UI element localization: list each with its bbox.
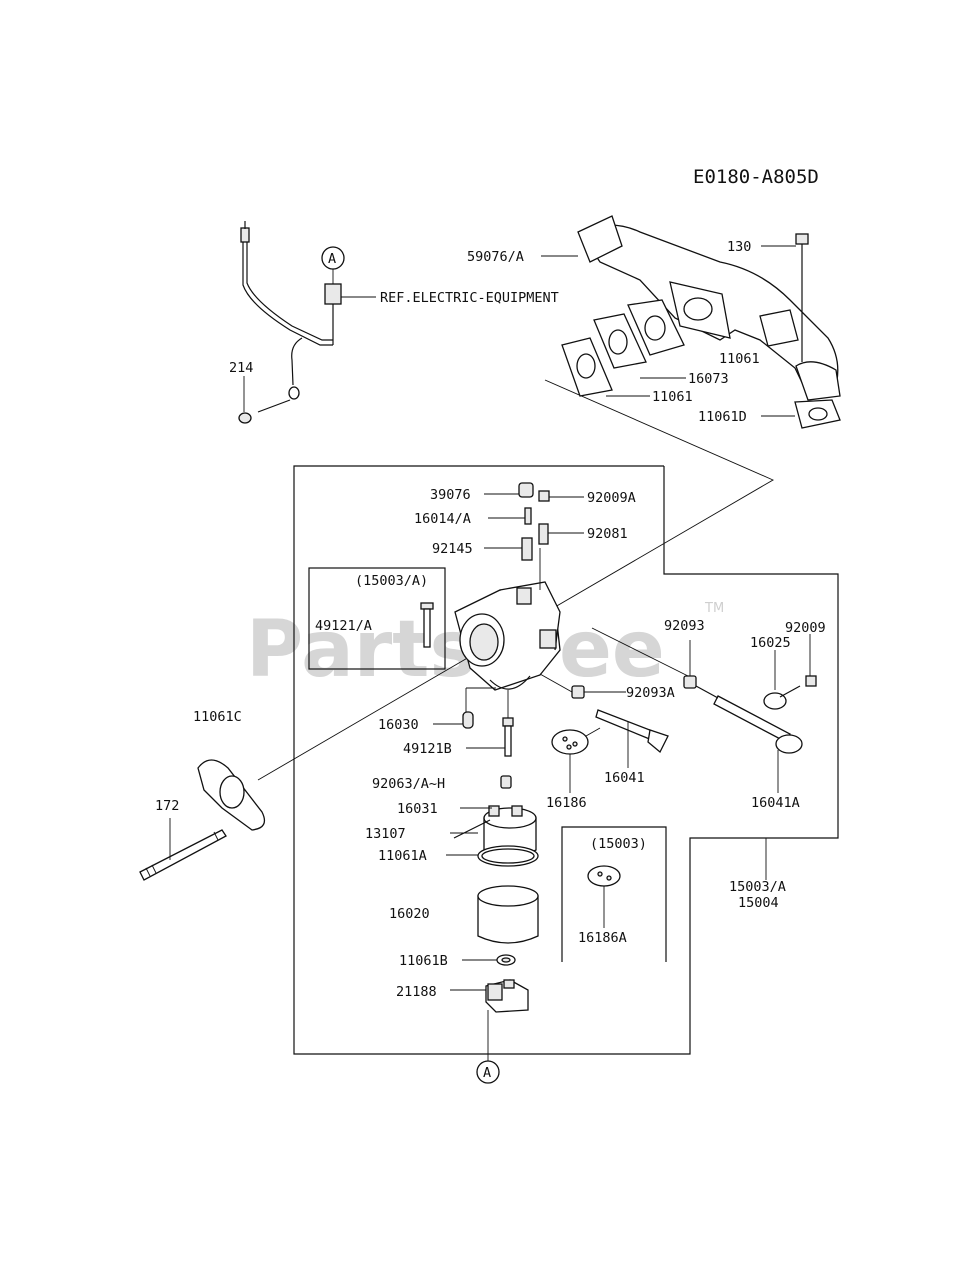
label-214: 214 (229, 360, 253, 376)
svg-text:A: A (483, 1065, 491, 1081)
label-92093: 92093 (664, 618, 705, 634)
part-16030 (462, 711, 474, 729)
label-11061-top: 11061 (719, 351, 760, 367)
watermark-tm: TM (704, 601, 724, 616)
intake-gasket-11061c (197, 759, 266, 831)
label-172: 172 (155, 798, 179, 814)
label-92009a: 92009A (587, 490, 636, 506)
label-16041a: 16041A (751, 795, 800, 811)
label-kit-15003a: (15003/A) (355, 573, 428, 589)
label-11061c: 11061C (193, 709, 242, 725)
carburetor-body (454, 581, 561, 691)
callout-a-top: A (321, 246, 345, 270)
wire-harness (238, 221, 342, 424)
label-49121b: 49121B (403, 741, 452, 757)
watermark: PartsTree (246, 605, 665, 695)
bowl-16020 (477, 885, 539, 944)
washer-11061b (496, 954, 516, 966)
label-11061b: 11061B (399, 953, 448, 969)
label-16030: 16030 (378, 717, 419, 733)
label-ref-electric: REF.ELECTRIC-EQUIPMENT (380, 290, 559, 306)
exhaust-manifold (577, 215, 841, 401)
label-16186: 16186 (546, 795, 587, 811)
stud-172 (139, 829, 227, 881)
part-92093a (571, 685, 585, 699)
carburetor-top-parts (518, 482, 550, 561)
leader (539, 673, 573, 693)
part-16041-shaft (595, 709, 669, 754)
label-16014a: 16014/A (414, 511, 471, 527)
label-49121a: 49121/A (315, 618, 372, 634)
label-130: 130 (727, 239, 751, 255)
part-92093 (683, 675, 697, 689)
label-92063: 92063/A~H (372, 776, 445, 792)
label-16025: 16025 (750, 635, 791, 651)
label-kit-15003: (15003) (590, 836, 647, 852)
label-92093a: 92093A (626, 685, 675, 701)
callout-a-bottom: A (476, 1060, 500, 1084)
shaft-leader-line (591, 627, 689, 677)
label-16020: 16020 (389, 906, 430, 922)
part-16186a-plate (587, 865, 621, 887)
kit-box-15003 (561, 826, 667, 962)
nut-21188 (485, 979, 529, 1013)
exhaust-gaskets (561, 299, 841, 429)
label-16073: 16073 (688, 371, 729, 387)
svg-text:A: A (328, 251, 336, 267)
label-92081: 92081 (587, 526, 628, 542)
label-16186a: 16186A (578, 930, 627, 946)
part-16041a-shaft (695, 675, 817, 754)
label-11061-mid: 11061 (652, 389, 693, 405)
part-92063 (500, 775, 512, 789)
label-59076a: 59076/A (467, 249, 524, 265)
label-92145: 92145 (432, 541, 473, 557)
label-16041: 16041 (604, 770, 645, 786)
part-49121b (502, 717, 514, 757)
gasket-leader-line (257, 379, 774, 781)
part-16186-plate (551, 729, 589, 755)
label-39076: 39076 (430, 487, 471, 503)
pin-13107 (453, 819, 491, 839)
label-21188: 21188 (396, 984, 437, 1000)
kit-box-15003a (308, 567, 446, 670)
label-11061a: 11061A (378, 848, 427, 864)
diagram-ref-code: E0180-A805D (693, 166, 819, 188)
gasket-11061a (477, 845, 539, 867)
label-13107: 13107 (365, 826, 406, 842)
label-15003a: 15003/A (729, 879, 786, 895)
label-16031: 16031 (397, 801, 438, 817)
part-49121a (420, 602, 434, 648)
leader (585, 727, 601, 737)
label-15004: 15004 (738, 895, 779, 911)
assembly-boundary (293, 465, 839, 1055)
label-92009: 92009 (785, 620, 826, 636)
float-bowl-16031 (483, 805, 537, 858)
label-11061d: 11061D (698, 409, 747, 425)
